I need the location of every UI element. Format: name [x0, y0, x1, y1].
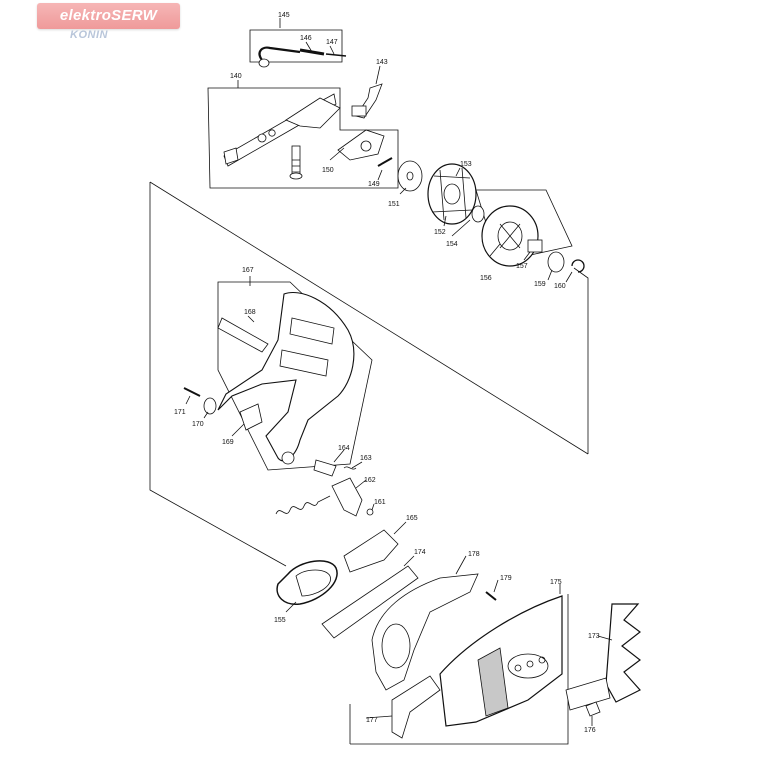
callout-140: 140: [230, 73, 242, 80]
callout-169: 169: [222, 439, 234, 446]
group-bracket-guard: [217, 281, 373, 471]
callout-176: 176: [584, 727, 596, 734]
bushing-170: [203, 397, 217, 415]
chain-brake-guard-part: [217, 292, 355, 465]
circlip-161: [366, 508, 374, 516]
callout-164: 164: [338, 445, 350, 452]
washer-154: [471, 205, 485, 223]
callout-162: 162: [364, 477, 376, 484]
callout-161: 161: [374, 499, 386, 506]
callout-170: 170: [192, 421, 204, 428]
callout-160: 160: [554, 283, 566, 290]
block-165: [343, 529, 399, 573]
pin-164: [313, 459, 337, 477]
callout-146: 146: [300, 35, 312, 42]
callout-147: 147: [326, 39, 338, 46]
bracket-169: [239, 403, 263, 431]
callout-177: 177: [366, 717, 378, 724]
callout-154: 154: [446, 241, 458, 248]
washer-159: [547, 251, 565, 273]
label-168: [217, 317, 269, 353]
tensioner-177: [391, 675, 441, 739]
group-bracket-cover: [350, 594, 569, 745]
washer-151: [397, 160, 423, 192]
elektroserw-logo: elektroSERW: [37, 3, 180, 29]
spring-163: [343, 466, 357, 470]
logo-brand-text: elektroSERW: [59, 7, 158, 24]
callout-179: 179: [500, 575, 512, 582]
lever-162: [331, 477, 363, 517]
callout-159: 159: [534, 281, 546, 288]
group-bracket-oil-pump: [207, 87, 399, 189]
callout-157: 157: [516, 263, 528, 270]
clutch-drum-part: [481, 205, 543, 267]
callout-173: 173: [588, 633, 600, 640]
circlip-160: [571, 259, 585, 273]
callout-151: 151: [388, 201, 400, 208]
group-bracket-oil-line: [249, 29, 343, 63]
brake-spring: [275, 495, 331, 515]
logo-city-text: KONIN: [70, 29, 108, 41]
bumper-spike-173: [605, 603, 641, 703]
callout-174: 174: [414, 549, 426, 556]
plate-178: [371, 573, 479, 691]
callout-175: 175: [550, 579, 562, 586]
nut-176: [585, 701, 601, 717]
callout-152: 152: [434, 229, 446, 236]
callout-165: 165: [406, 515, 418, 522]
brake-band-155: [276, 560, 338, 605]
callout-155: 155: [274, 617, 286, 624]
callout-178: 178: [468, 551, 480, 558]
callout-168: 168: [244, 309, 256, 316]
callout-156: 156: [480, 275, 492, 282]
callout-149: 149: [368, 181, 380, 188]
callout-167: 167: [242, 267, 254, 274]
bar-174: [321, 565, 419, 639]
oil-hose-part: [258, 46, 347, 68]
callout-171: 171: [174, 409, 186, 416]
oil-pump-part: [223, 93, 341, 180]
callout-145: 145: [278, 12, 290, 19]
assembly-outline-left: [149, 182, 287, 567]
clutch-part: [427, 163, 477, 225]
callout-numbers: 145 146 147 143 140 150 149 151 153 152 …: [174, 12, 600, 734]
callout-163: 163: [360, 455, 372, 462]
screw-179: [485, 591, 497, 601]
callout-143: 143: [376, 59, 388, 66]
assembly-outline-right: [573, 267, 589, 454]
screw-149: [377, 157, 393, 167]
assembly-outline-upper: [149, 181, 589, 455]
callout-150: 150: [322, 167, 334, 174]
callout-153: 153: [460, 161, 472, 168]
bolt-171: [183, 387, 201, 397]
sprocket-cover-175: [439, 595, 563, 727]
